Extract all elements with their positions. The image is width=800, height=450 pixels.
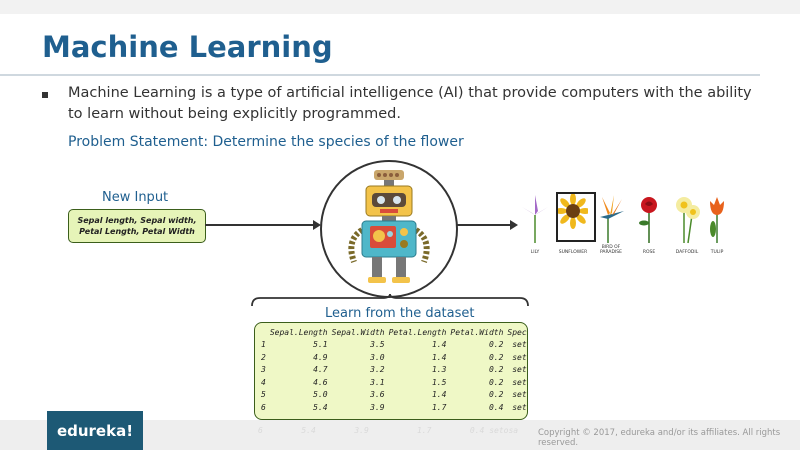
- table-cell: setosa: [512, 340, 527, 350]
- flower-label: LILY: [530, 250, 540, 255]
- table-cell: 3.0: [370, 352, 385, 362]
- dataset-brace: [251, 294, 529, 307]
- flower-daffodil: DAFFODIL: [672, 193, 702, 255]
- bullet-icon: [42, 92, 48, 98]
- table-cell: 5.1: [313, 340, 328, 350]
- flower-label: SUNFLOWER: [558, 250, 588, 255]
- new-input-line2: Petal Length, Petal Width: [79, 227, 195, 236]
- rose-icon: [639, 197, 657, 243]
- input-arrow: [205, 224, 315, 226]
- table-cell: 0.4: [488, 402, 504, 412]
- table-header-row: Sepal.Length Sepal.Width Petal.Length Pe…: [259, 326, 527, 339]
- table-cell: setosa: [512, 377, 527, 387]
- selection-frame: [556, 192, 596, 242]
- table-cell: 0.2: [488, 377, 504, 387]
- column-header: Sepal.Length: [269, 327, 328, 337]
- table-cell: 4.9: [313, 352, 328, 362]
- new-input-box: Sepal length, Sepal width, Petal Length,…: [68, 209, 206, 243]
- dataset-label: Learn from the dataset: [325, 306, 475, 321]
- column-header: Petal.Width: [450, 327, 504, 337]
- lily-icon: [522, 195, 548, 243]
- bird-of-paradise-icon: [600, 195, 624, 243]
- row-index-cell: 6: [261, 402, 266, 412]
- table-cell: 0.2: [488, 352, 504, 362]
- title-divider: [0, 74, 760, 76]
- table-cell: setosa: [512, 365, 527, 375]
- table-cell: 1.4: [431, 340, 447, 350]
- table-cell: 5.0: [313, 390, 328, 400]
- flower-rose: ROSE: [634, 193, 664, 255]
- robot-icon: [348, 170, 430, 283]
- table-cell: setosa: [512, 352, 527, 362]
- table-cell: 0.2: [488, 390, 504, 400]
- edureka-logo: edureka!: [47, 411, 143, 450]
- table-row: 4 4.6 3.1 1.5 0.2 setosa: [259, 376, 527, 389]
- flower-label: ROSE: [642, 250, 656, 255]
- column-header: Species: [507, 327, 527, 337]
- new-input-label: New Input: [102, 190, 169, 205]
- table-cell: 3.5: [370, 340, 385, 350]
- new-input-line1: Sepal length, Sepal width,: [77, 216, 197, 225]
- row-index-cell: 3: [261, 365, 266, 375]
- copyright-text: Copyright © 2017, edureka and/or its aff…: [538, 428, 781, 448]
- bullet-text: Machine Learning is a type of artificial…: [68, 85, 752, 122]
- dataset-table-box: Sepal.Length Sepal.Width Petal.Length Pe…: [254, 322, 528, 420]
- table-cell: 1.4: [431, 352, 447, 362]
- column-header: Petal.Length: [388, 327, 447, 337]
- tulip-icon: [710, 197, 724, 243]
- table-cell: 0.2: [488, 340, 504, 350]
- table-cell: 4.6: [313, 377, 328, 387]
- table-cell: setosa: [512, 402, 527, 412]
- daffodil-icon: [676, 197, 700, 244]
- table-cell: 1.7: [431, 402, 447, 412]
- table-cell: 5.4: [313, 402, 328, 412]
- table-cell: 3.2: [370, 365, 385, 375]
- column-header: [259, 326, 268, 339]
- table-cell: 1.5: [431, 377, 447, 387]
- flower-bird-of-paradise: BIRD OF PARADISE: [596, 193, 626, 255]
- flower-sunflower: SUNFLOWER: [555, 192, 596, 255]
- table-cell: 3.6: [370, 390, 385, 400]
- row-index-cell: 5: [261, 390, 266, 400]
- table-row: 3 4.7 3.2 1.3 0.2 setosa: [259, 364, 527, 377]
- flower-species-row: LILY SUNFLOWER BIRD OF PARADISE: [520, 192, 732, 255]
- table-cell: 1.3: [431, 365, 447, 375]
- flower-tulip: TULIP: [702, 193, 732, 255]
- table-row: 1 5.1 3.5 1.4 0.2 setosa: [259, 339, 527, 352]
- slide-title: Machine Learning: [42, 30, 333, 64]
- table-cell: 0.2: [488, 365, 504, 375]
- table-row: 6 5.4 3.9 1.7 0.4 setosa: [259, 401, 527, 414]
- row-index-cell: 4: [261, 377, 266, 387]
- flower-label: BIRD OF PARADISE: [599, 245, 623, 255]
- output-arrow: [456, 224, 512, 226]
- table-row: 5 5.0 3.6 1.4 0.2 setosa: [259, 389, 527, 402]
- table-row: 2 4.9 3.0 1.4 0.2 setosa: [259, 351, 527, 364]
- column-header: Sepal.Width: [331, 327, 385, 337]
- table-reflection: 6 5.4 3.9 1.7 0.4 setosa: [258, 426, 519, 435]
- top-bar: [0, 0, 800, 14]
- problem-statement: Problem Statement: Determine the species…: [68, 134, 464, 150]
- input-arrow-head: [313, 220, 321, 230]
- dataset-table: Sepal.Length Sepal.Width Petal.Length Pe…: [259, 326, 527, 414]
- output-arrow-head: [510, 220, 518, 230]
- sunflower-icon: [555, 193, 591, 229]
- table-cell: 3.9: [370, 402, 385, 412]
- table-cell: setosa: [512, 390, 527, 400]
- flower-label: TULIP: [710, 250, 724, 255]
- table-cell: 1.4: [431, 390, 447, 400]
- flower-lily: LILY: [520, 193, 550, 255]
- flower-label: DAFFODIL: [675, 250, 699, 255]
- row-index-cell: 2: [261, 352, 266, 362]
- row-index-cell: 1: [261, 340, 266, 350]
- table-cell: 3.1: [370, 377, 385, 387]
- robot-circle: [320, 160, 458, 298]
- table-cell: 4.7: [313, 365, 328, 375]
